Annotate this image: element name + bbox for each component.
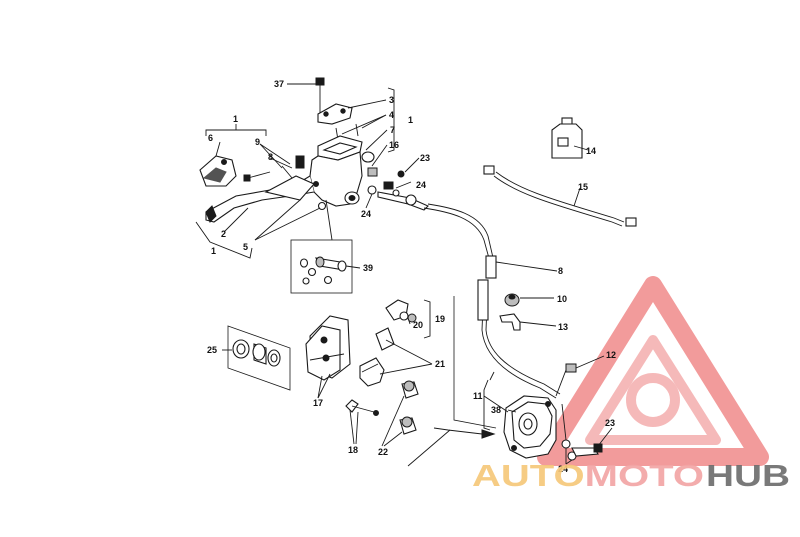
watermark-auto-part: AUTO <box>472 458 585 493</box>
callout-14: 14 <box>586 146 596 156</box>
pad-springs <box>359 327 395 387</box>
callout-19: 19 <box>435 314 445 324</box>
callout-37: 37 <box>274 79 284 89</box>
pad-pin-parts <box>385 299 417 323</box>
callout-8-top: 8 <box>268 152 273 162</box>
hose-clip-parts <box>499 293 521 331</box>
caliper-bushings <box>399 380 419 435</box>
callout-20: 20 <box>413 320 423 330</box>
callout-4: 4 <box>389 110 394 120</box>
callout-23-top: 23 <box>420 153 430 163</box>
callout-8-mid: 8 <box>558 266 563 276</box>
callout-5: 5 <box>243 242 248 252</box>
piston-kit-box <box>290 239 353 294</box>
watermark-brand-hub: HUB <box>706 458 790 493</box>
brake-lever-icon <box>199 155 327 223</box>
bracket-1-top <box>205 129 267 136</box>
callout-3: 3 <box>389 95 394 105</box>
callout-13: 13 <box>558 322 568 332</box>
master-cylinder-icon <box>299 77 429 211</box>
brake-light-switch-wire <box>483 165 637 227</box>
callout-38: 38 <box>491 405 501 415</box>
callout-24-bottom: 24 <box>558 464 568 474</box>
brake-hose-icon <box>423 203 561 399</box>
pad-pin <box>345 399 379 416</box>
callout-2: 2 <box>221 229 226 239</box>
callout-12: 12 <box>606 350 616 360</box>
callout-1-bottom: 1 <box>211 246 216 256</box>
callout-1-right: 1 <box>408 115 413 125</box>
brake-fluid-bottle-icon <box>551 117 583 159</box>
callout-9: 9 <box>255 137 260 147</box>
callout-18: 18 <box>348 445 358 455</box>
callout-6: 6 <box>208 133 213 143</box>
watermark-moto-part: MOTO <box>585 458 704 493</box>
callout-25: 25 <box>207 345 217 355</box>
callout-21: 21 <box>435 359 445 369</box>
callout-15: 15 <box>578 182 588 192</box>
callout-22: 22 <box>378 447 388 457</box>
callout-17: 17 <box>313 398 323 408</box>
callout-16: 16 <box>389 140 399 150</box>
callout-10: 10 <box>557 294 567 304</box>
callout-24-lower: 24 <box>361 209 371 219</box>
callout-labels: 37 3 1 1 1 4 6 9 8 7 16 23 24 24 14 15 2… <box>207 79 616 474</box>
bracket-1-bottom <box>195 221 253 259</box>
callout-39: 39 <box>363 263 373 273</box>
callout-23-bottom: 23 <box>605 418 615 428</box>
callout-24-right: 24 <box>416 180 426 190</box>
leader-lines <box>215 83 613 465</box>
brake-pads <box>305 315 351 381</box>
automotohub-logo-icon <box>537 276 769 466</box>
seal-kit-box <box>227 325 291 391</box>
bracket-1-right <box>387 87 395 153</box>
callout-1-top: 1 <box>233 114 238 124</box>
brake-caliper-icon <box>503 363 603 461</box>
callout-11: 11 <box>473 391 483 401</box>
callout-7: 7 <box>390 125 395 135</box>
